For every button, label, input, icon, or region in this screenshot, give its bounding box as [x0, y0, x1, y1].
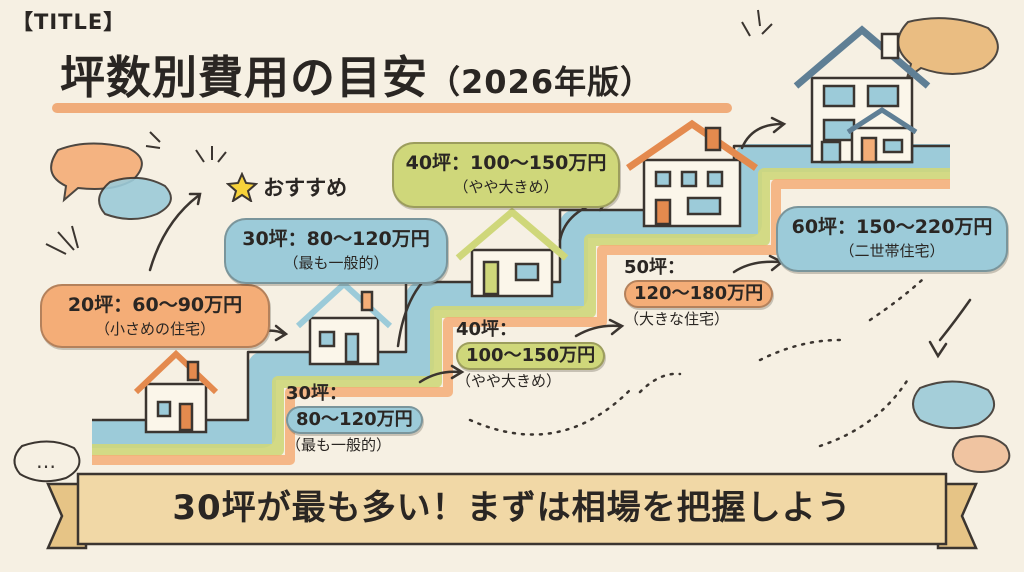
- step-40-note: （やや大きめ）: [456, 372, 562, 390]
- bubble-30tsubo: 30坪：80〜120万円 （最も一般的）: [224, 218, 448, 284]
- step-50-note: （大きな住宅）: [624, 310, 730, 328]
- step-label-50tsubo: 50坪： 120〜180万円 （大きな住宅）: [624, 256, 794, 330]
- bubble-60tsubo: 60坪：150〜220万円 （二世帯住宅）: [776, 206, 1008, 272]
- step-40-price-pill: 100〜150万円: [456, 342, 606, 370]
- star-icon: [225, 171, 259, 204]
- banner-ribbon: [46, 472, 978, 550]
- bubble-20tsubo: 20坪：60〜90万円 （小さめの住宅）: [40, 284, 270, 348]
- bubble-20tsubo-price: 20坪：60〜90万円: [67, 294, 243, 316]
- step-30-size: 30坪：: [286, 383, 348, 404]
- house-small: [133, 349, 219, 434]
- bubble-40tsubo-price: 40坪：100〜150万円: [405, 152, 607, 174]
- house-medium-1: [295, 279, 393, 366]
- house-large: [626, 119, 758, 228]
- step-40-price: 100〜150万円: [466, 345, 596, 366]
- recommend-text: おすすめ: [263, 176, 348, 200]
- decor-bubbles: [13, 17, 1011, 483]
- dotted-path: [468, 278, 924, 448]
- page-title-main: 坪数別費用の目安: [60, 51, 429, 104]
- banner-message: 30坪が最も多い！まずは相場を把握しよう: [172, 488, 852, 528]
- step-40-size: 40坪：: [456, 319, 518, 340]
- recommend-label: おすすめ: [225, 171, 348, 204]
- title-tag: 【TITLE】: [12, 10, 126, 34]
- step-30-price: 80〜120万円: [296, 409, 413, 430]
- step-label-40tsubo: 40坪： 100〜150万円 （やや大きめ）: [456, 318, 606, 392]
- title-underline: [52, 103, 732, 113]
- bubble-30tsubo-price: 30坪：80〜120万円: [242, 228, 430, 250]
- house-medium-2: [455, 207, 569, 298]
- step-30-price-pill: 80〜120万円: [286, 406, 423, 434]
- house-two-generation: [793, 25, 931, 164]
- dots-decor: …: [36, 449, 56, 473]
- bubble-20tsubo-note: （小さめの住宅）: [94, 320, 215, 338]
- page-title-sub: （2026年版）: [428, 63, 654, 101]
- step-50-price: 120〜180万円: [634, 283, 764, 304]
- step-50-price-pill: 120〜180万円: [624, 280, 774, 308]
- bubble-40tsubo: 40坪：100〜150万円 （やや大きめ）: [392, 142, 620, 208]
- bubble-60tsubo-note: （二世帯住宅）: [839, 242, 945, 260]
- step-50-size: 50坪：: [624, 257, 686, 278]
- sparkles: [45, 9, 773, 255]
- bubble-60tsubo-price: 60坪：150〜220万円: [791, 216, 993, 238]
- page-title: 坪数別費用の目安（2026年版）: [60, 48, 653, 112]
- step-label-30tsubo: 30坪： 80〜120万円 （最も一般的）: [286, 382, 423, 456]
- bubble-30tsubo-note: （最も一般的）: [283, 254, 389, 272]
- bubble-40tsubo-note: （やや大きめ）: [453, 178, 559, 196]
- step-30-note: （最も一般的）: [286, 436, 392, 454]
